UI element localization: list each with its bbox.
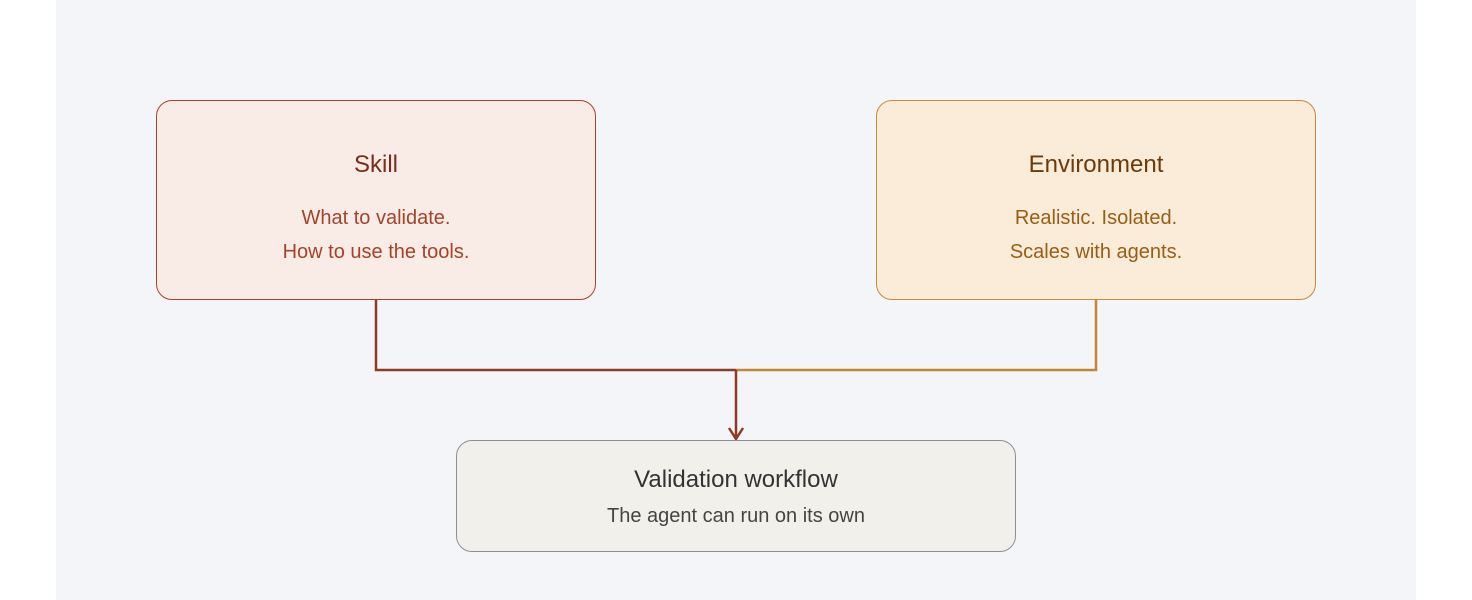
workflow-title: Validation workflow [634,466,838,493]
environment-description: Realistic. Isolated. Scales with agents. [877,201,1315,269]
workflow-line-1: The agent can run on its own [607,505,865,527]
skill-node: Skill What to validate. How to use the t… [156,100,596,300]
skill-line-2: How to use the tools. [282,241,470,263]
edge-skill-to-workflow [374,300,736,372]
environment-line-1: Realistic. Isolated. [1014,207,1178,229]
skill-title: Skill [353,151,398,178]
skill-description: What to validate. How to use the tools. [157,201,595,269]
environment-node: Environment Realistic. Isolated. Scales … [876,100,1316,300]
edge-environment-to-workflow [736,300,1098,372]
skill-line-1: What to validate. [301,207,451,229]
workflow-node: Validation workflow The agent can run on… [456,440,1016,552]
arrowhead-icon [727,427,745,441]
diagram-canvas: Skill What to validate. How to use the t… [56,0,1416,600]
environment-title: Environment [1028,151,1164,178]
connectors [374,300,1098,441]
environment-line-2: Scales with agents. [1009,241,1183,263]
